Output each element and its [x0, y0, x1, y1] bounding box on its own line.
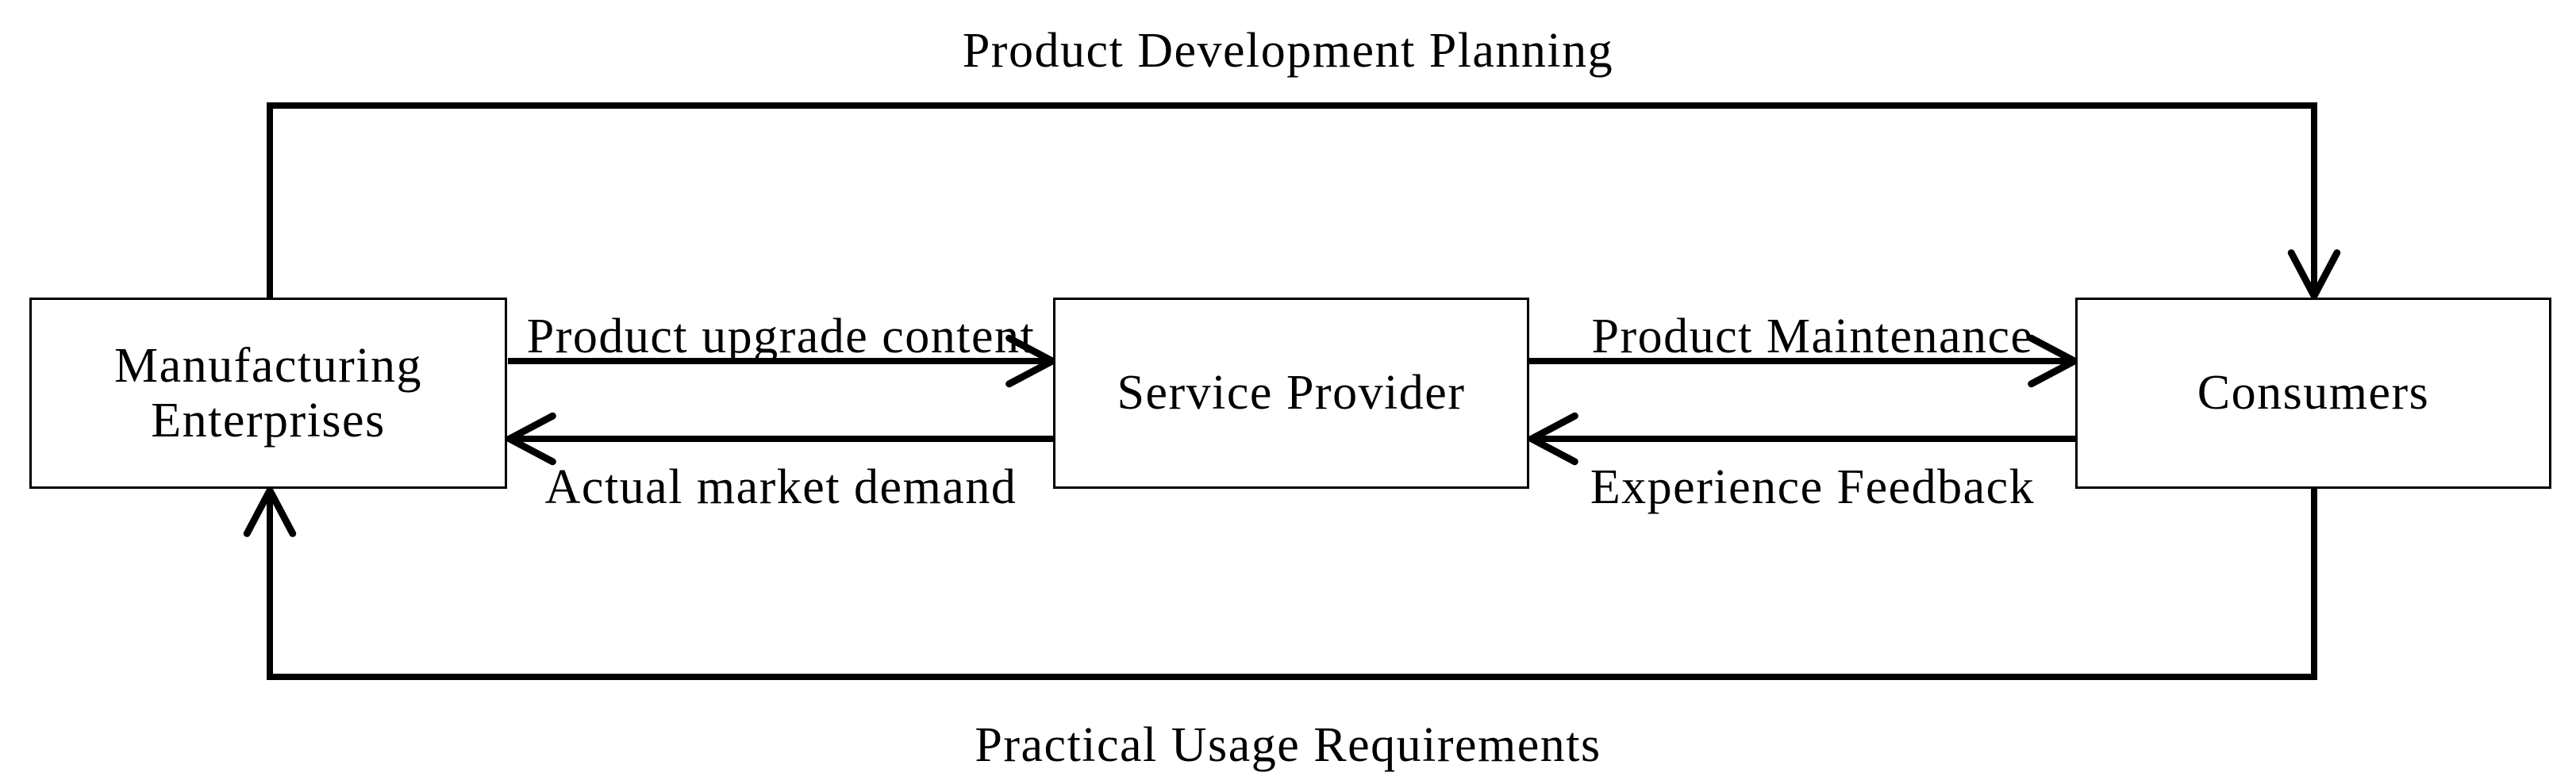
edge-label-actual-market-demand: Actual market demand: [544, 460, 1017, 514]
node-manufacturing-enterprises-label: Manufacturing Enterprises: [114, 339, 422, 448]
node-consumers: Consumers: [2075, 298, 2551, 489]
node-manufacturing-enterprises: Manufacturing Enterprises: [29, 298, 507, 489]
edge-label-product-development-planning: Product Development Planning: [962, 24, 1614, 78]
node-service-provider: Service Provider: [1053, 298, 1529, 489]
arrow-product-development-planning-loop: [267, 102, 2341, 304]
edge-label-product-maintenance: Product Maintenance: [1591, 309, 2034, 363]
node-service-provider-label: Service Provider: [1117, 366, 1466, 421]
node-consumers-label: Consumers: [2197, 366, 2430, 421]
edge-label-practical-usage-requirements: Practical Usage Requirements: [975, 718, 1601, 772]
arrow-practical-usage-requirements-loop: [243, 482, 2317, 680]
edge-label-experience-feedback: Experience Feedback: [1590, 460, 2036, 514]
edge-label-product-upgrade-content: Product upgrade content: [526, 309, 1036, 363]
